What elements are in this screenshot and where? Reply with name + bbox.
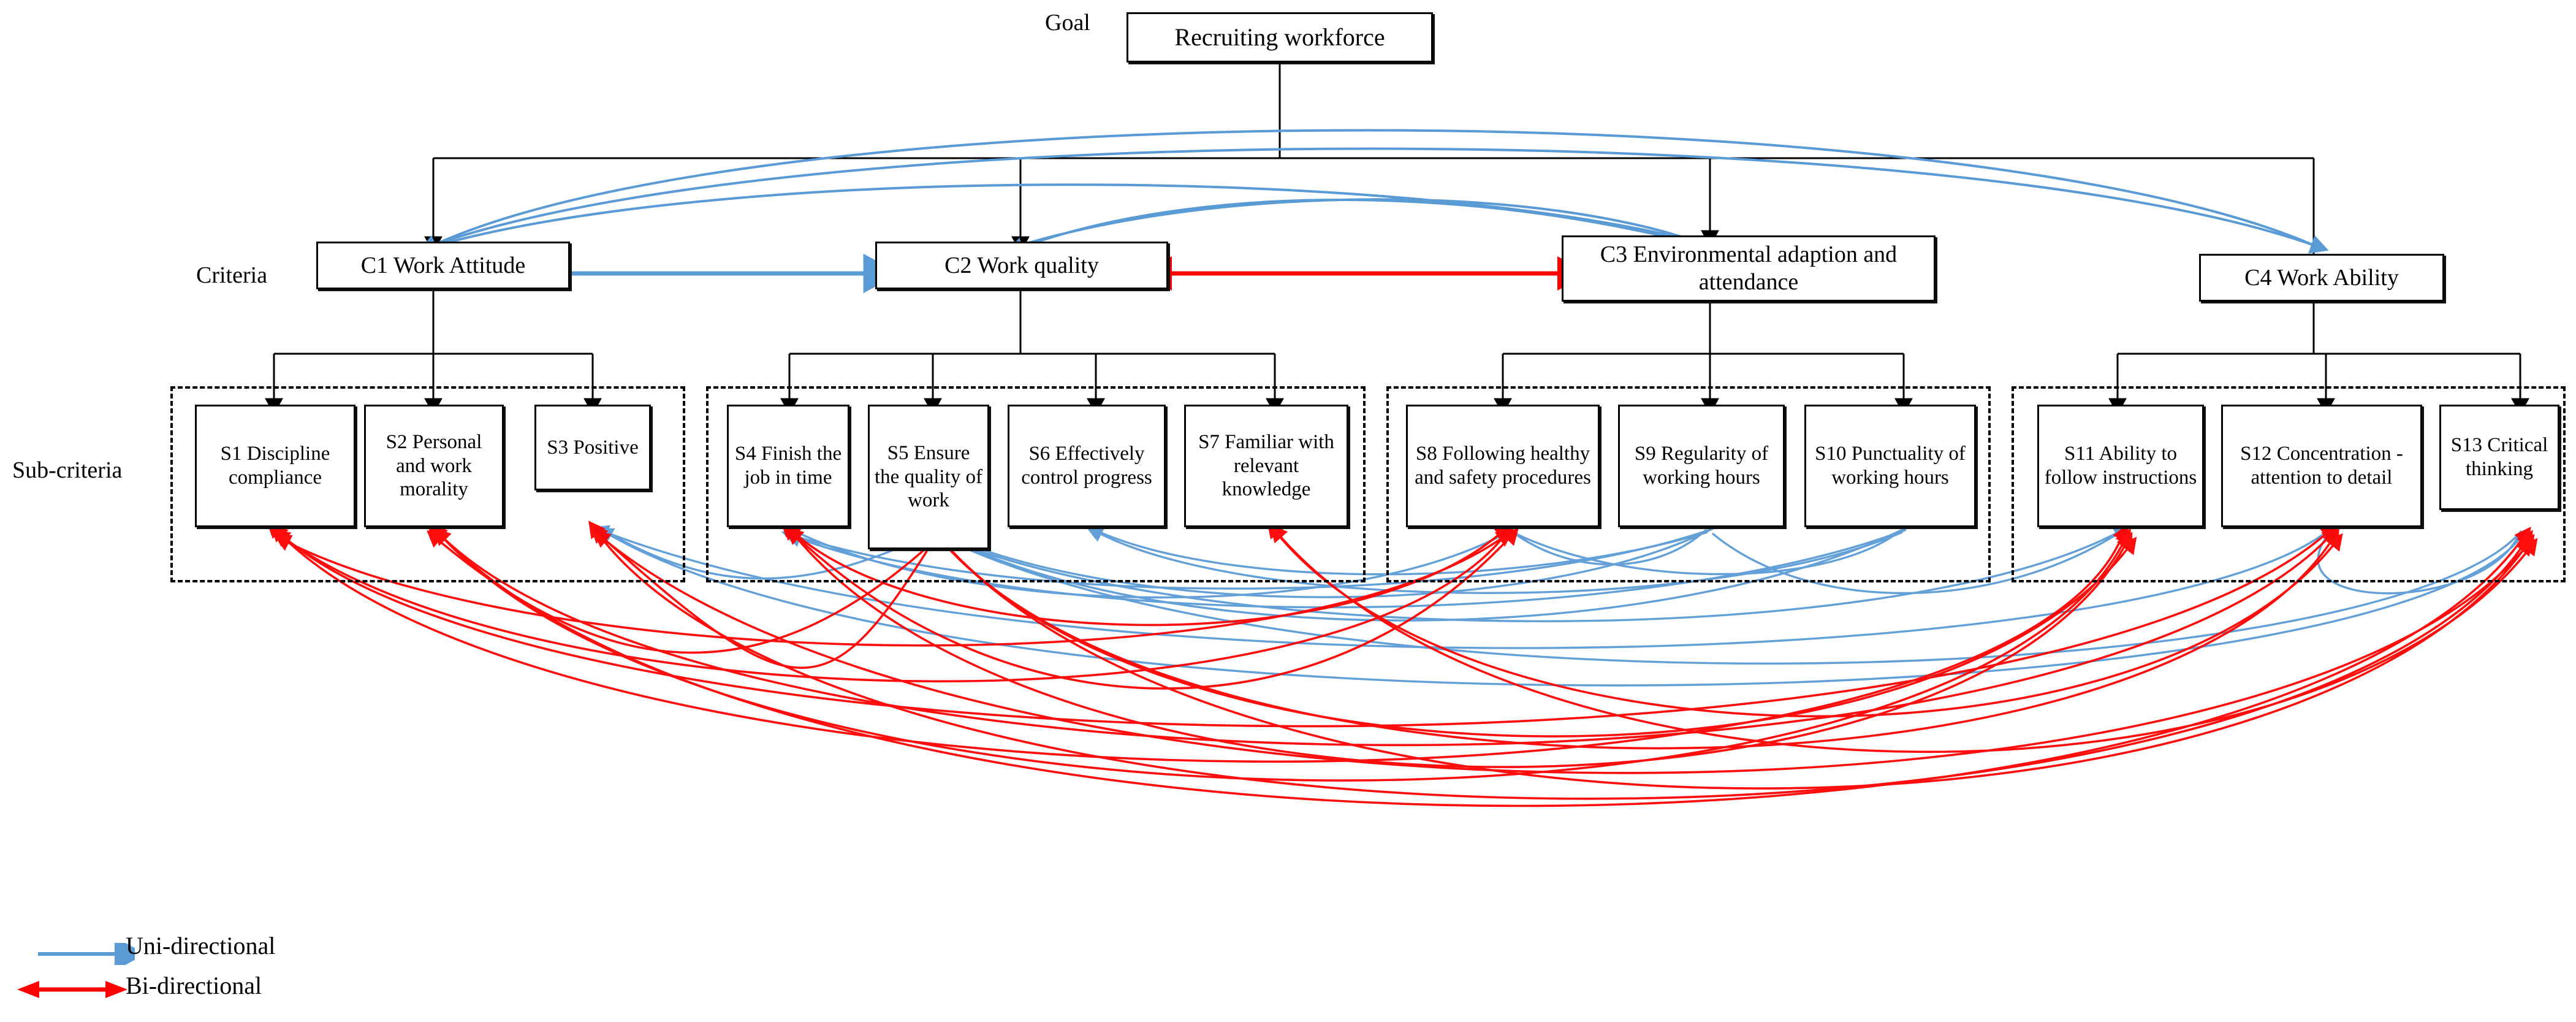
subcriteria-label-s13: S13 Critical thinking: [2450, 434, 2548, 480]
criteria-to-subcriteria-tree: [265, 289, 2529, 415]
subcriteria-box-s2[interactable]: S2 Personal and work morality: [364, 405, 504, 527]
subcriteria-box-s5[interactable]: S5 Ensure the quality of work: [868, 405, 989, 549]
subcriteria-label-s2: S2 Personal and work morality: [386, 430, 482, 501]
subcriteria-label-s1: S1 Discipline compliance: [220, 443, 330, 489]
row-label-subcriteria: Sub-criteria: [12, 457, 123, 483]
row-label-goal: Goal: [1045, 10, 1090, 36]
goal-box[interactable]: Recruiting workforce: [1127, 12, 1433, 63]
subcriteria-box-s8[interactable]: S8 Following healthy and safety procedur…: [1406, 405, 1600, 527]
row-label-criteria: Criteria: [196, 262, 268, 288]
subcriteria-box-s9[interactable]: S9 Regularity of working hours: [1618, 405, 1785, 527]
goal-label: Recruiting workforce: [1174, 23, 1385, 51]
subcriteria-label-s7: S7 Familiar with relevant knowledge: [1198, 430, 1334, 501]
criteria-label-c4: C4 Work Ability: [2244, 264, 2399, 291]
subcriteria-box-s1[interactable]: S1 Discipline compliance: [195, 405, 355, 527]
subcriteria-label-s11: S11 Ability to follow instructions: [2044, 443, 2197, 489]
subcriteria-label-s12: S12 Concentration - attention to detail: [2240, 443, 2403, 489]
legend-bi-arrow-icon: [17, 981, 127, 998]
legend-label-uni: Uni-directional: [126, 932, 276, 959]
subcriteria-box-s13[interactable]: S13 Critical thinking: [2439, 405, 2559, 510]
subcriteria-box-s12[interactable]: S12 Concentration - attention to detail: [2221, 405, 2422, 527]
subcriteria-label-s8: S8 Following healthy and safety procedur…: [1415, 443, 1591, 489]
criteria-label-c3: C3 Environmental adaption and attendance: [1600, 242, 1898, 295]
subcriteria-box-s4[interactable]: S4 Finish the job in time: [727, 405, 849, 527]
subcriteria-label-s4: S4 Finish the job in time: [734, 443, 842, 489]
subcriteria-box-s6[interactable]: S6 Effectively control progress: [1008, 405, 1166, 527]
criteria-box-c1[interactable]: C1 Work Attitude: [316, 242, 570, 289]
subcriteria-box-s10[interactable]: S10 Punctuality of working hours: [1804, 405, 1976, 527]
subcriteria-box-s3[interactable]: S3 Positive: [534, 405, 651, 490]
legend-label-bi: Bi-directional: [126, 972, 262, 999]
subcriteria-box-s11[interactable]: S11 Ability to follow instructions: [2037, 405, 2204, 527]
subcriteria-box-s7[interactable]: S7 Familiar with relevant knowledge: [1184, 405, 1348, 527]
criteria-box-c4[interactable]: C4 Work Ability: [2199, 254, 2444, 302]
criteria-box-c2[interactable]: C2 Work quality: [875, 242, 1168, 289]
subcriteria-label-s6: S6 Effectively control progress: [1021, 443, 1152, 489]
criteria-label-c2: C2 Work quality: [944, 252, 1099, 278]
subcriteria-label-s10: S10 Punctuality of working hours: [1815, 443, 1966, 489]
subcriteria-label-s9: S9 Regularity of working hours: [1634, 443, 1769, 489]
criteria-arcs-blue: [419, 129, 2329, 256]
criteria-label-c1: C1 Work Attitude: [360, 252, 526, 278]
subcriteria-label-s3: S3 Positive: [547, 436, 639, 459]
goal-to-criteria-tree: [424, 63, 2323, 288]
legend-uni-arrow-icon: [38, 943, 135, 965]
criteria-box-c3[interactable]: C3 Environmental adaption and attendance: [1562, 235, 1936, 302]
subcriteria-label-s5: S5 Ensure the quality of work: [875, 441, 982, 512]
